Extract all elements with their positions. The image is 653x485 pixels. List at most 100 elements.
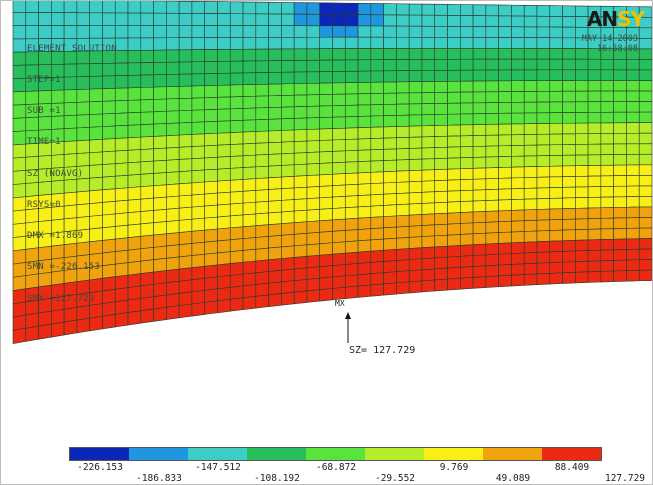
element-cell	[396, 181, 410, 194]
element-cell	[114, 287, 129, 303]
element-cell	[217, 263, 231, 278]
element-cell	[306, 197, 321, 211]
element-cell	[281, 25, 295, 38]
element-cell	[255, 48, 269, 62]
element-cell	[459, 211, 474, 224]
element-cell	[319, 2, 333, 15]
element-cell	[562, 144, 576, 156]
element-cell	[396, 259, 410, 273]
element-cell	[166, 171, 180, 186]
element-cell	[178, 231, 193, 246]
element-cell	[268, 37, 282, 50]
element-cell	[613, 164, 627, 177]
element-cell	[12, 1, 27, 13]
element-cell	[421, 147, 436, 160]
element-cell	[575, 250, 589, 262]
element-cell	[127, 186, 142, 201]
legend-color-band	[129, 448, 188, 460]
element-cell	[587, 133, 602, 145]
element-cell	[306, 289, 321, 303]
element-cell	[242, 260, 257, 275]
element-cell	[370, 283, 384, 297]
element-cell	[370, 171, 384, 184]
element-cell	[421, 70, 436, 82]
element-cell	[153, 110, 167, 125]
element-cell	[511, 101, 525, 114]
element-cell	[396, 3, 410, 16]
element-cell	[357, 183, 372, 196]
element-cell	[562, 69, 576, 81]
element-cell	[613, 154, 627, 166]
element-cell	[114, 100, 129, 114]
element-cell	[344, 285, 359, 299]
element-cell	[485, 48, 499, 60]
element-cell	[370, 92, 384, 106]
element-cell	[434, 256, 448, 270]
element-cell	[434, 212, 448, 226]
element-cell	[434, 14, 448, 27]
element-cell	[191, 205, 205, 220]
element-cell	[114, 162, 129, 177]
element-cell	[306, 209, 321, 223]
element-cell	[638, 164, 652, 176]
element-cell	[204, 13, 218, 26]
legend-color-band	[306, 448, 365, 460]
element-cell	[306, 163, 321, 176]
element-cell	[268, 223, 282, 237]
element-cell	[447, 91, 461, 104]
element-cell	[587, 165, 602, 177]
element-cell	[178, 194, 193, 209]
element-cell	[434, 168, 448, 182]
element-cell	[12, 301, 27, 318]
element-cell	[498, 4, 512, 17]
legend-color-band	[542, 448, 601, 460]
element-cell	[434, 267, 448, 281]
element-cell	[421, 92, 436, 105]
element-cell	[217, 239, 231, 254]
element-cell	[523, 15, 538, 28]
element-cell	[191, 290, 205, 305]
element-cell	[523, 176, 538, 189]
element-cell	[587, 101, 602, 113]
element-cell	[485, 26, 499, 38]
element-cell	[575, 260, 589, 273]
element-cell	[523, 80, 538, 92]
element-cell	[319, 128, 333, 141]
element-cell	[600, 154, 614, 166]
element-cell	[447, 277, 461, 291]
element-cell	[332, 139, 346, 152]
element-cell	[587, 111, 602, 124]
element-cell	[626, 143, 640, 155]
element-cell	[511, 37, 525, 49]
element-cell	[153, 61, 167, 76]
element-cell	[229, 214, 244, 229]
element-cell	[383, 159, 397, 173]
element-cell	[268, 13, 282, 26]
element-cell	[217, 25, 231, 38]
element-cell	[204, 97, 218, 111]
element-cell	[268, 48, 282, 62]
element-cell	[268, 95, 282, 108]
element-cell	[485, 113, 499, 125]
element-cell	[447, 48, 461, 60]
element-cell	[600, 58, 614, 71]
element-cell	[575, 101, 589, 113]
element-cell	[255, 212, 269, 227]
element-cell	[370, 227, 384, 241]
element-cell	[178, 206, 193, 221]
element-cell	[344, 251, 359, 265]
element-cell	[114, 199, 129, 215]
element-cell	[472, 243, 487, 256]
element-cell	[229, 84, 244, 98]
element-cell	[562, 112, 576, 124]
element-cell	[293, 290, 308, 305]
element-cell	[140, 123, 154, 138]
element-cell	[408, 36, 423, 49]
element-cell	[600, 196, 614, 209]
element-cell	[242, 213, 257, 228]
element-cell	[357, 70, 372, 83]
element-cell	[447, 168, 461, 181]
element-cell	[434, 190, 448, 204]
element-cell	[229, 273, 244, 288]
